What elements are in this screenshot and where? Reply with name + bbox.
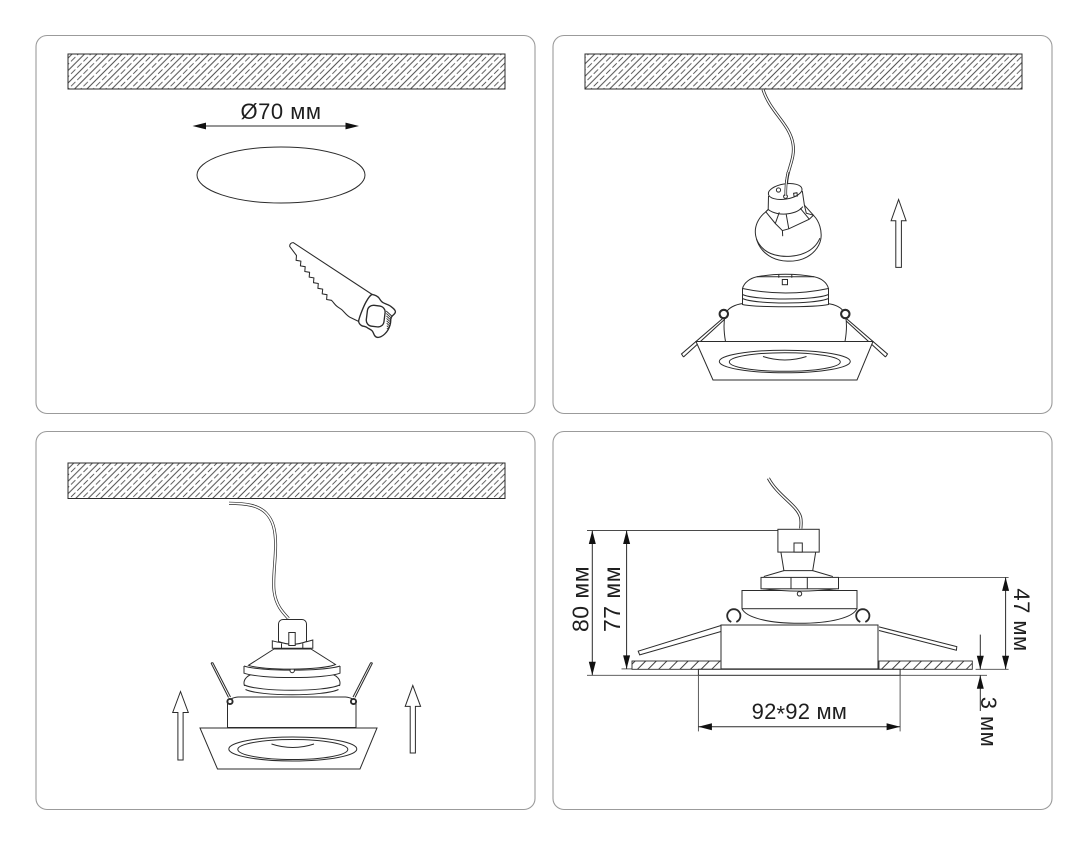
svg-text:47 мм: 47 мм	[1009, 588, 1034, 651]
svg-text:80 мм: 80 мм	[568, 566, 594, 632]
svg-text:Ø70 мм: Ø70 мм	[241, 99, 322, 124]
svg-text:3 мм: 3 мм	[976, 697, 1001, 748]
svg-text:92*92 мм: 92*92 мм	[752, 699, 847, 727]
svg-text:77 мм: 77 мм	[599, 566, 625, 632]
